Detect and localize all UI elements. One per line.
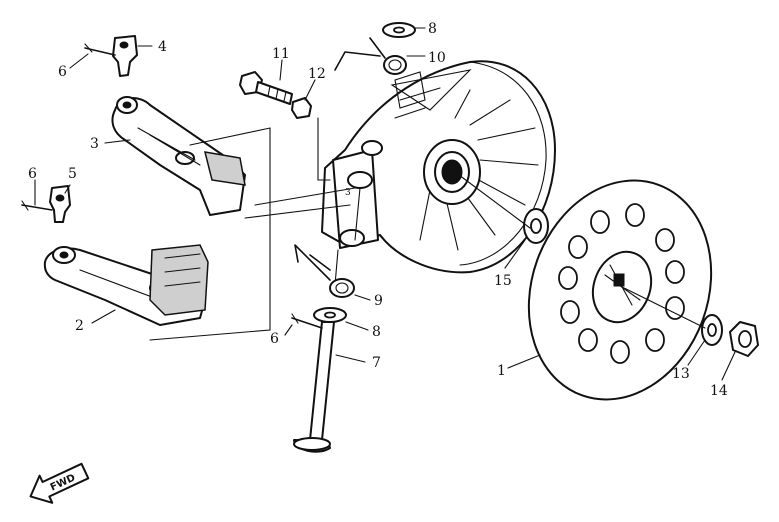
pad-pin-5 (49, 185, 71, 223)
brake-pad (149, 244, 209, 316)
cotter-pin-6b (21, 200, 53, 211)
callout-6c: 6 (270, 331, 279, 347)
callout-6b: 6 (28, 166, 37, 182)
pad-pin-4 (112, 35, 138, 77)
callout-6a: 6 (58, 64, 67, 80)
caliper-arm-3 (111, 96, 246, 216)
callout-1: 1 (497, 363, 506, 379)
callout-9: 9 (374, 293, 383, 309)
callout-5: 5 (68, 166, 77, 182)
washer-13 (701, 314, 723, 346)
bolt-11 (239, 71, 293, 105)
callout-13: 13 (672, 366, 690, 382)
svg-text:3: 3 (345, 188, 351, 198)
brake-housing: 3 (321, 60, 556, 274)
cotter-pin-6c (291, 313, 323, 329)
callout-8a: 8 (428, 21, 437, 37)
spring-10 (334, 37, 407, 75)
spring-9 (294, 244, 355, 298)
washer-8a (382, 22, 416, 38)
assembly-guide-lines (149, 117, 706, 341)
forward-arrow-icon: FWD (29, 462, 90, 504)
callout-7: 7 (372, 355, 381, 371)
callout-4: 4 (158, 39, 167, 55)
axle-nut-14 (729, 321, 759, 357)
callout-14: 14 (710, 383, 728, 399)
leader-lines (34, 27, 736, 381)
callout-labels: 1 2 3 4 5 6 6 6 7 8 8 9 10 11 12 13 14 1… (28, 21, 728, 399)
callout-8b: 8 (372, 324, 381, 340)
nut-12 (291, 97, 312, 119)
callout-3: 3 (90, 136, 99, 152)
callout-2: 2 (75, 318, 84, 334)
callout-11: 11 (272, 46, 290, 62)
washer-8b (313, 307, 347, 323)
washer-15 (523, 208, 549, 244)
callout-10: 10 (428, 50, 446, 66)
callout-15: 15 (494, 273, 512, 289)
callout-12: 12 (308, 66, 326, 82)
pivot-pin-7 (293, 321, 335, 453)
cotter-pin-6a (84, 43, 116, 56)
